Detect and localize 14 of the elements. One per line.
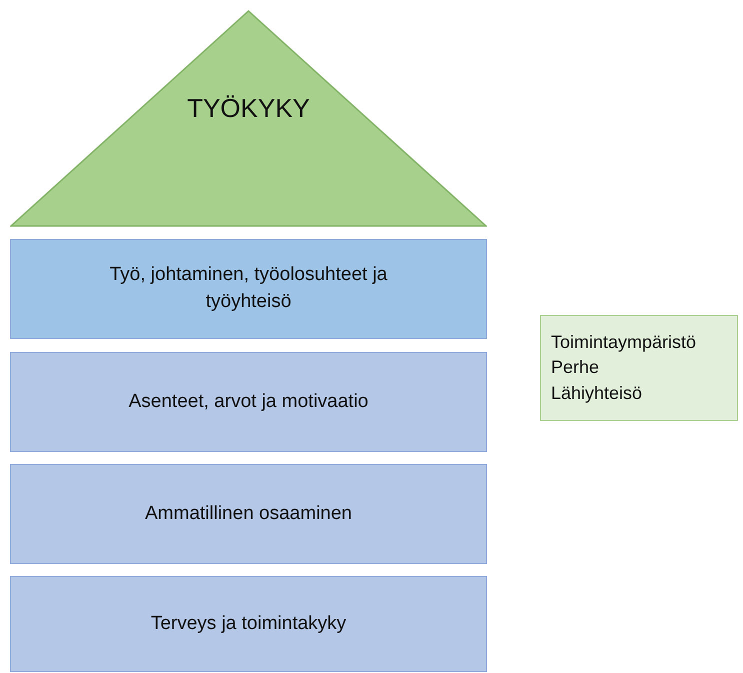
layer-box bbox=[10, 239, 487, 339]
roof-triangle bbox=[10, 10, 487, 227]
node-label: Terveys ja toimintakyky bbox=[150, 612, 346, 636]
layer-box bbox=[10, 576, 487, 672]
node-label: Ammatillinen osaaminen bbox=[145, 502, 352, 526]
node-label: Työ, johtaminen, työolosuhteet ja työyhteisö bbox=[108, 263, 388, 314]
layer-box bbox=[10, 352, 487, 452]
node-label: Toimintaympäristö bbox=[551, 331, 696, 354]
node-label: Perhe bbox=[551, 356, 600, 380]
layer-box bbox=[10, 464, 487, 564]
node-label: Asenteet, arvot ja motivaatio bbox=[128, 390, 368, 414]
environment-box bbox=[540, 315, 738, 421]
node-label: Lähiyhteisö bbox=[551, 382, 642, 405]
heading: TYÖKYKY bbox=[187, 92, 310, 125]
